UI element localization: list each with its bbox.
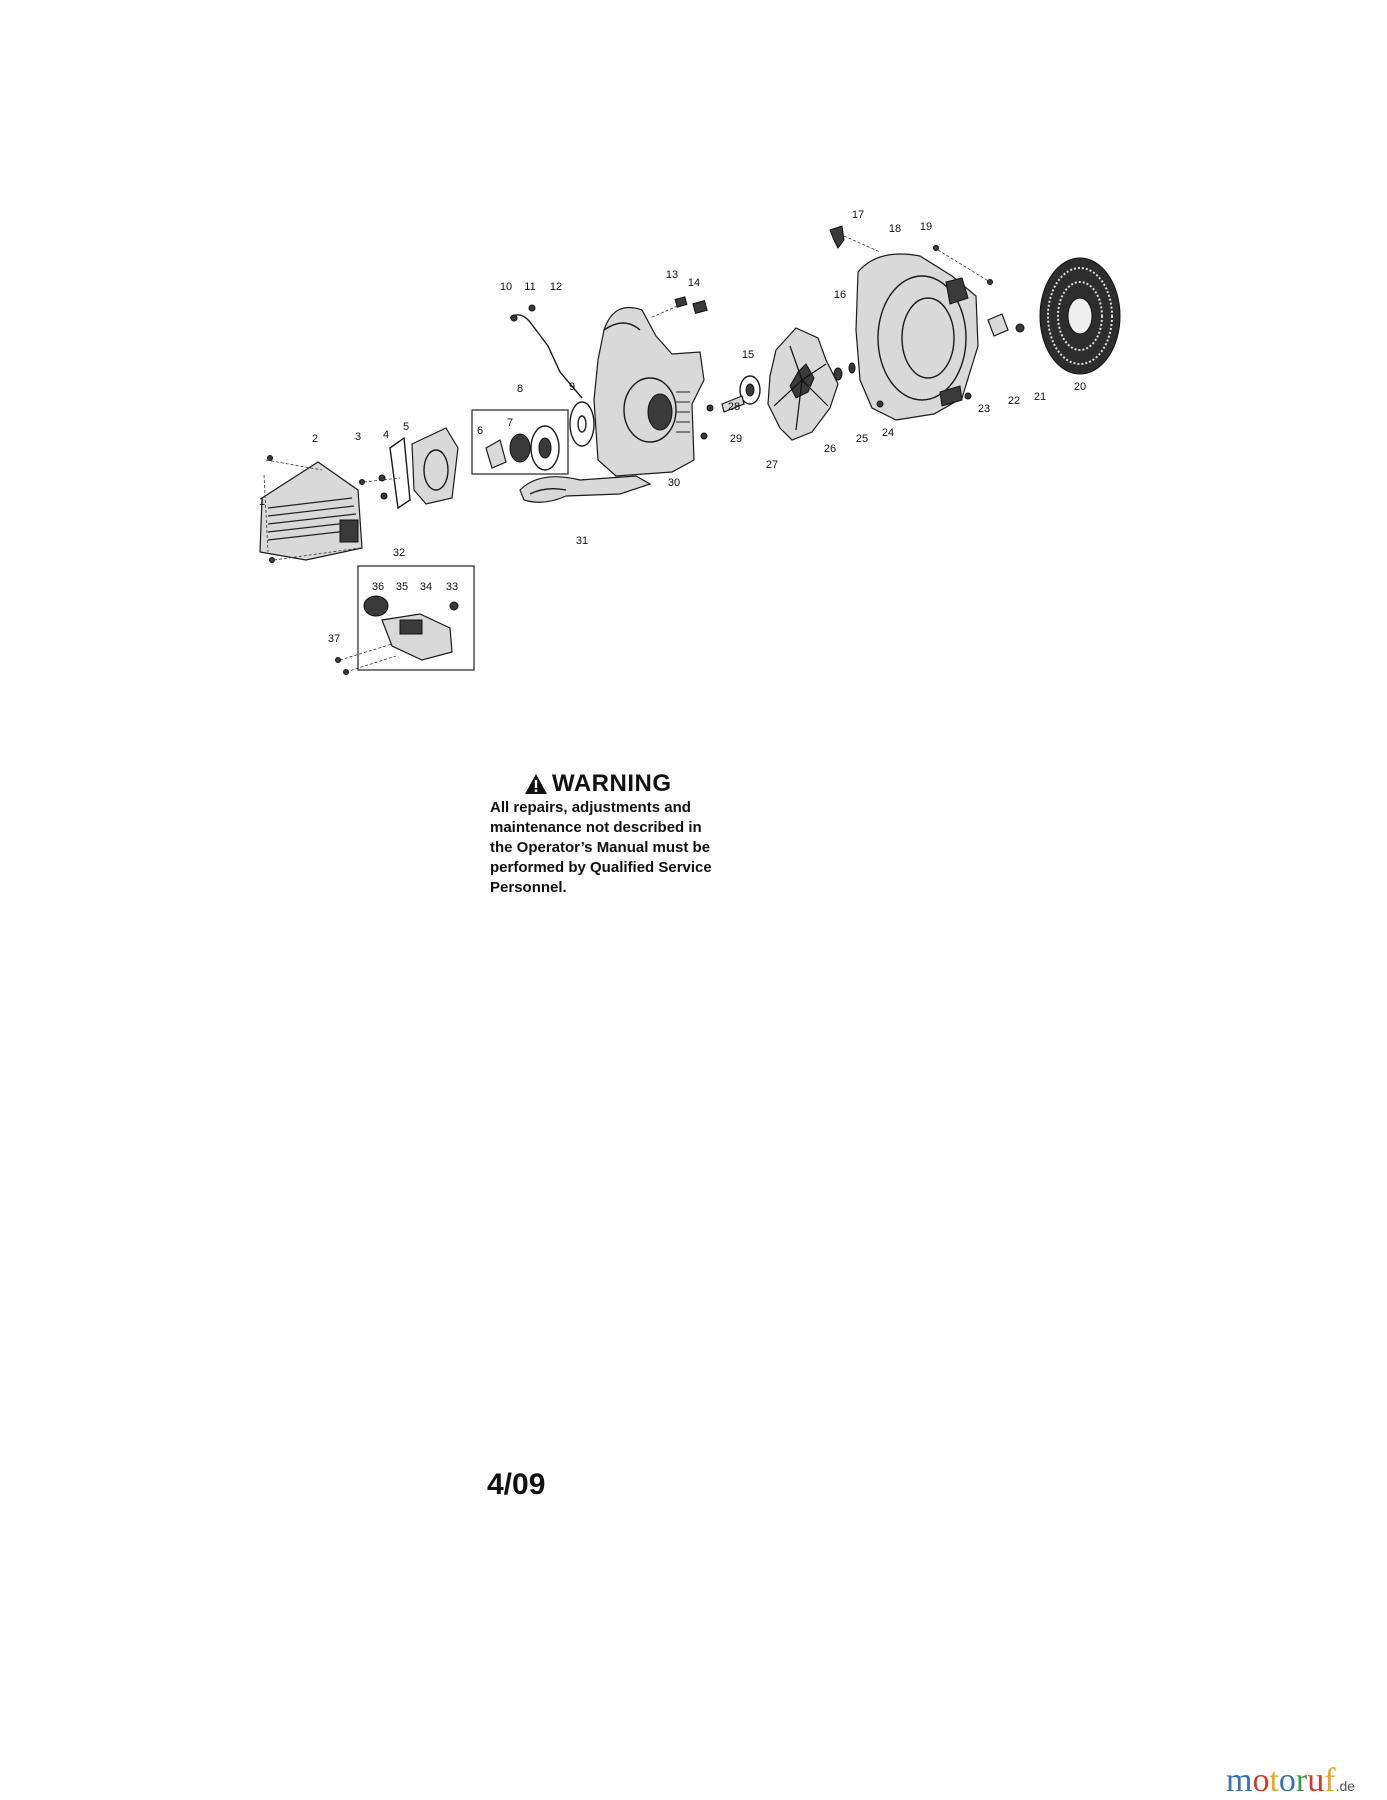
brand-letter: f xyxy=(1324,1762,1336,1799)
callout-31: 31 xyxy=(576,535,588,547)
callout-2: 2 xyxy=(312,433,318,445)
callout-26: 26 xyxy=(824,443,836,455)
warning-title-row: WARNING xyxy=(490,770,770,798)
part-spacer xyxy=(739,375,761,405)
callout-21: 21 xyxy=(1034,391,1046,403)
callout-5: 5 xyxy=(403,421,409,433)
callout-37: 37 xyxy=(328,633,340,645)
part-impeller xyxy=(767,327,839,441)
brand-wordmark: motoruf xyxy=(1226,1762,1336,1800)
warning-title: WARNING xyxy=(552,770,672,797)
brand-letter: o xyxy=(1252,1762,1270,1799)
warning-notice: WARNING All repairs, adjustments and mai… xyxy=(490,770,770,898)
brand-letter: m xyxy=(1226,1762,1253,1799)
brand-letter: o xyxy=(1278,1762,1296,1799)
callout-13: 13 xyxy=(666,269,678,281)
part-handle xyxy=(519,475,652,503)
part-clip xyxy=(829,225,845,249)
callout-17: 17 xyxy=(852,209,864,221)
part-main-housing xyxy=(593,296,708,477)
callout-36: 36 xyxy=(372,581,384,593)
callout-22: 22 xyxy=(1008,395,1020,407)
brand-letter: r xyxy=(1295,1762,1308,1799)
callout-24: 24 xyxy=(882,427,894,439)
callout-14: 14 xyxy=(688,277,700,289)
callout-25: 25 xyxy=(856,433,868,445)
warning-triangle-icon xyxy=(525,774,547,794)
callout-29: 29 xyxy=(730,433,742,445)
brand-letter: u xyxy=(1307,1762,1325,1799)
part-carburetor-box xyxy=(335,565,475,675)
warning-body: All repairs, adjustments and maintenance… xyxy=(490,798,770,898)
brand-suffix: .de xyxy=(1335,1778,1356,1794)
part-nut xyxy=(833,367,843,381)
callout-35: 35 xyxy=(396,581,408,593)
callout-16: 16 xyxy=(834,289,846,301)
callout-15: 15 xyxy=(742,349,754,361)
callout-34: 34 xyxy=(420,581,432,593)
callout-27: 27 xyxy=(766,459,778,471)
callout-7: 7 xyxy=(507,417,513,429)
brand-logo: motoruf .de xyxy=(1226,1762,1355,1800)
revision-date: 4/09 xyxy=(487,1468,546,1501)
callout-19: 19 xyxy=(920,221,932,233)
callout-3: 3 xyxy=(355,431,361,443)
callout-4: 4 xyxy=(383,429,389,441)
callout-33: 33 xyxy=(446,581,458,593)
callout-1: 1 xyxy=(259,496,265,508)
callout-8: 8 xyxy=(517,383,523,395)
callout-9: 9 xyxy=(569,381,575,393)
part-shaft xyxy=(721,395,745,413)
warning-line: Personnel. xyxy=(490,879,567,896)
callout-10: 10 xyxy=(500,281,512,293)
warning-line: All repairs, adjustments and xyxy=(490,799,691,816)
brand-letter: t xyxy=(1269,1762,1279,1799)
warning-line: performed by Qualified Service xyxy=(490,859,712,876)
callout-30: 30 xyxy=(668,477,680,489)
callout-18: 18 xyxy=(889,223,901,235)
part-intake-screen xyxy=(1039,257,1121,375)
warning-line: the Operator’s Manual must be xyxy=(490,839,711,856)
part-washer xyxy=(569,401,595,447)
part-screws-gasket xyxy=(359,427,459,510)
callout-28: 28 xyxy=(728,401,740,413)
part-blower-housing xyxy=(855,253,979,421)
part-air-filter-cover xyxy=(259,455,363,563)
callout-12: 12 xyxy=(550,281,562,293)
part-wire-harness xyxy=(509,304,583,399)
part-starter-pulley-box xyxy=(471,409,569,475)
callout-23: 23 xyxy=(978,403,990,415)
part-bracket xyxy=(987,313,1009,337)
callout-6: 6 xyxy=(477,425,483,437)
callout-20: 20 xyxy=(1074,381,1086,393)
callout-11: 11 xyxy=(524,281,535,293)
callout-32: 32 xyxy=(393,547,405,559)
warning-line: maintenance not described in xyxy=(490,819,702,836)
